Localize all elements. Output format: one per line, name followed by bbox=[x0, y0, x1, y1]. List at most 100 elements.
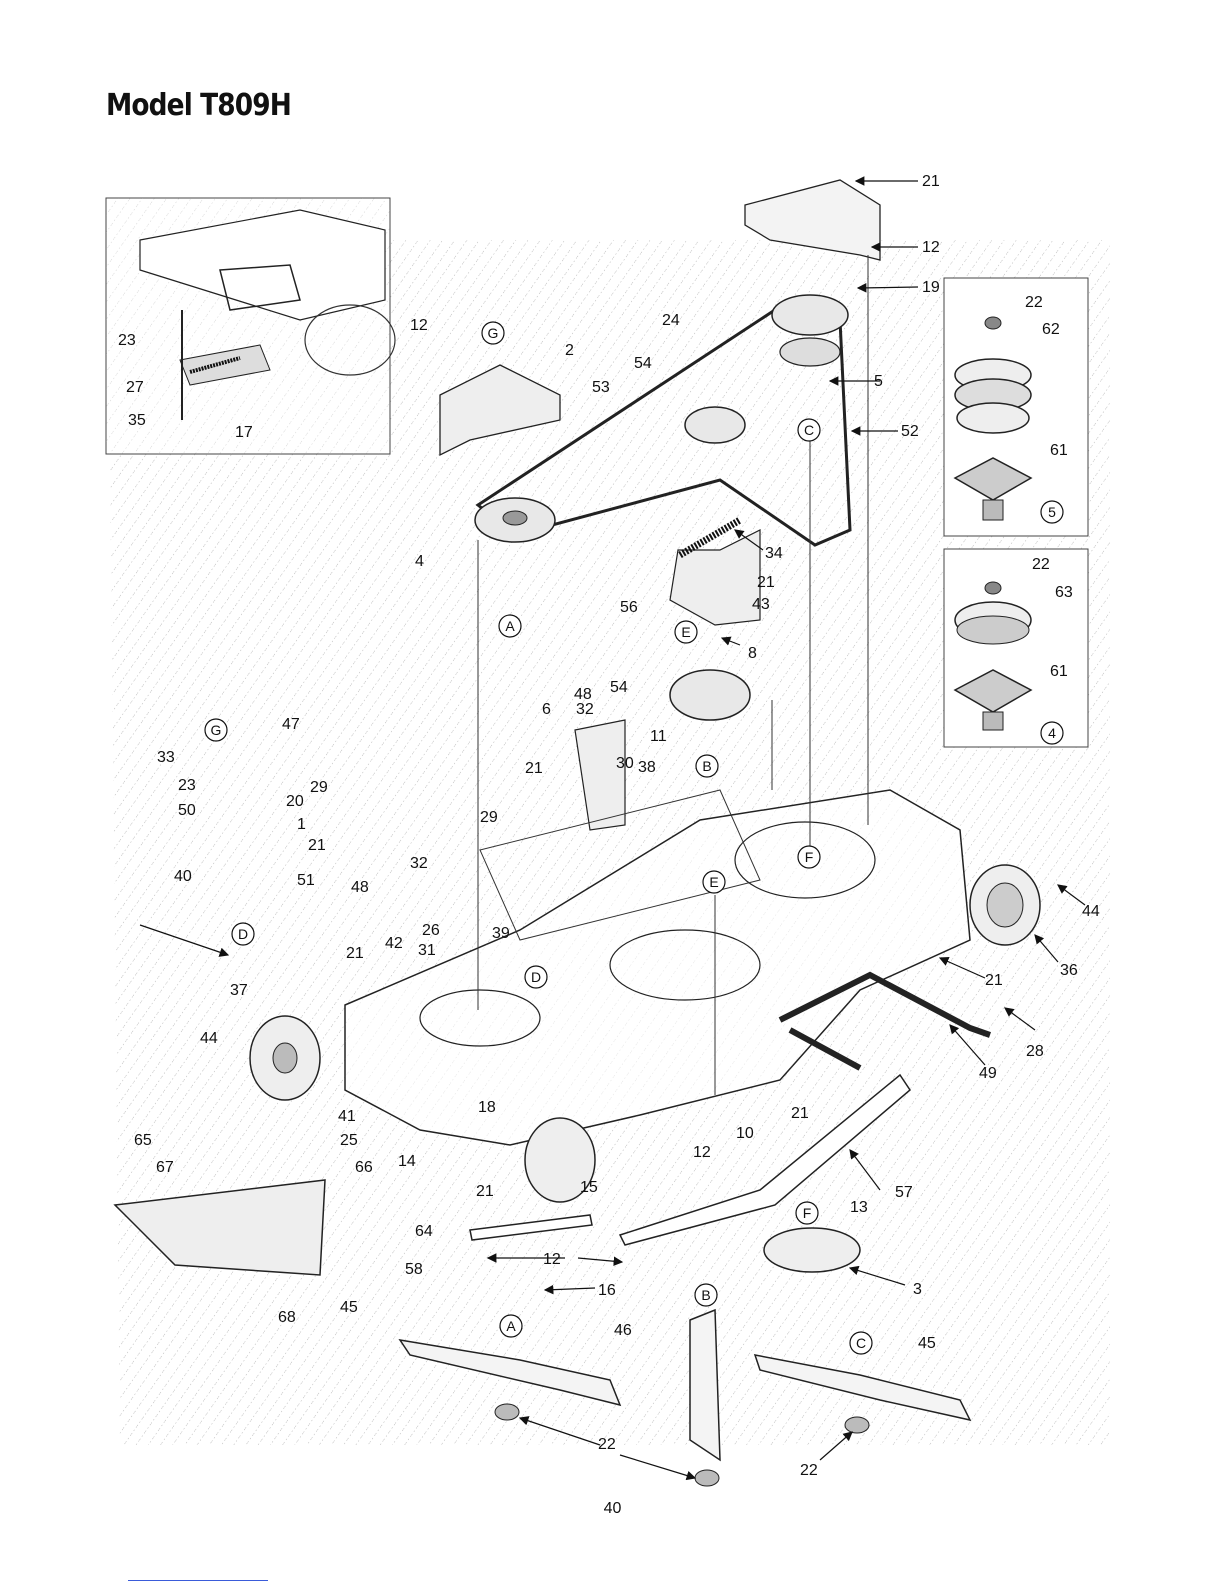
callout-label: 41 bbox=[338, 1108, 356, 1125]
callout-label: 15 bbox=[580, 1179, 598, 1196]
callout-label: 30 bbox=[616, 755, 634, 772]
callout-label: 20 bbox=[286, 793, 304, 810]
reference-letter-text: B bbox=[701, 1287, 710, 1303]
reference-letter-text: D bbox=[238, 926, 248, 942]
callout-label: 22 bbox=[800, 1462, 818, 1479]
callout-label: 24 bbox=[662, 312, 680, 329]
callout-label: 37 bbox=[230, 982, 248, 999]
reference-letter-marker: F bbox=[798, 846, 820, 868]
callout-label: 65 bbox=[134, 1132, 152, 1149]
callout-label: 56 bbox=[620, 599, 638, 616]
callout-label: 1 bbox=[297, 816, 306, 833]
inset-spindle-5 bbox=[944, 278, 1088, 536]
callout-label: 18 bbox=[478, 1099, 496, 1116]
callout-label: 38 bbox=[638, 759, 656, 776]
reference-letter-text: A bbox=[505, 618, 515, 634]
callout-label: 27 bbox=[126, 379, 144, 396]
callout-label: 11 bbox=[650, 728, 667, 745]
reference-letter-marker: D bbox=[232, 923, 254, 945]
callout-label: 36 bbox=[1060, 962, 1078, 979]
callout-label: 21 bbox=[791, 1105, 809, 1122]
callout-label: 10 bbox=[736, 1125, 754, 1142]
reference-letter-text: A bbox=[506, 1318, 516, 1334]
callout-label: 22 bbox=[598, 1436, 616, 1453]
callout-label: 17 bbox=[235, 424, 253, 441]
reference-letter-text: E bbox=[681, 624, 690, 640]
callout-label: 22 bbox=[1032, 556, 1050, 573]
callout-label: 3 bbox=[913, 1281, 922, 1298]
inset-number-text: 4 bbox=[1048, 725, 1056, 741]
inset-number-marker: 4 bbox=[1041, 722, 1063, 744]
callout-label: 26 bbox=[422, 922, 440, 939]
callout-label: 5 bbox=[874, 373, 883, 390]
callout-label: 22 bbox=[1025, 294, 1043, 311]
reference-letter-marker: C bbox=[850, 1332, 872, 1354]
reference-letter-marker: C bbox=[798, 419, 820, 441]
reference-letter-text: C bbox=[856, 1335, 866, 1351]
inset-deck-spring-detail bbox=[106, 198, 395, 454]
callout-label: 45 bbox=[918, 1335, 936, 1352]
callout-label: 19 bbox=[922, 279, 940, 296]
callout-label: 21 bbox=[525, 760, 543, 777]
callout-label: 46 bbox=[614, 1322, 632, 1339]
callout-label: 32 bbox=[576, 701, 594, 718]
callout-label: 61 bbox=[1050, 442, 1068, 459]
callout-label: 2 bbox=[565, 342, 574, 359]
callout-label: 23 bbox=[178, 777, 196, 794]
callout-label: 44 bbox=[1082, 903, 1100, 920]
callout-label: 12 bbox=[543, 1251, 561, 1268]
callout-label: 14 bbox=[398, 1153, 416, 1170]
callout-label: 12 bbox=[693, 1144, 711, 1161]
callout-label: 21 bbox=[476, 1183, 494, 1200]
inset-spindle-4 bbox=[944, 549, 1088, 747]
reference-letter-marker: B bbox=[696, 755, 718, 777]
callout-label: 66 bbox=[355, 1159, 373, 1176]
callout-label: 52 bbox=[901, 423, 919, 440]
callout-label: 21 bbox=[346, 945, 364, 962]
callout-label: 28 bbox=[1026, 1043, 1044, 1060]
callout-label: 34 bbox=[765, 545, 783, 562]
callout-label: 54 bbox=[634, 355, 652, 372]
callout-label: 54 bbox=[610, 679, 628, 696]
footer-rule bbox=[128, 1580, 268, 1581]
reference-letter-marker: E bbox=[703, 871, 725, 893]
callout-label: 63 bbox=[1055, 584, 1073, 601]
reference-letter-text: B bbox=[702, 758, 711, 774]
callout-label: 62 bbox=[1042, 321, 1060, 338]
callout-label: 42 bbox=[385, 935, 403, 952]
callout-label: 29 bbox=[310, 779, 328, 796]
callout-label: 44 bbox=[200, 1030, 218, 1047]
callout-label: 67 bbox=[156, 1159, 174, 1176]
callout-label: 23 bbox=[118, 332, 136, 349]
reference-letter-marker: F bbox=[796, 1202, 818, 1224]
callout-label: 32 bbox=[410, 855, 428, 872]
reference-letter-marker: E bbox=[675, 621, 697, 643]
reference-letter-text: D bbox=[531, 969, 541, 985]
callout-label: 6 bbox=[542, 701, 551, 718]
reference-letter-marker: A bbox=[499, 615, 521, 637]
reference-letter-marker: G bbox=[482, 322, 504, 344]
callout-label: 48 bbox=[351, 879, 369, 896]
reference-letter-text: E bbox=[709, 874, 718, 890]
callout-label: 47 bbox=[282, 716, 300, 733]
callout-label: 43 bbox=[752, 596, 770, 613]
inset-number-text: 5 bbox=[1048, 504, 1056, 520]
reference-letter-text: F bbox=[805, 849, 814, 865]
reference-letter-marker: A bbox=[500, 1315, 522, 1337]
callout-label: 33 bbox=[157, 749, 175, 766]
callout-label: 40 bbox=[174, 868, 192, 885]
reference-letter-marker: G bbox=[205, 719, 227, 741]
callout-label: 64 bbox=[415, 1223, 433, 1240]
reference-letter-text: F bbox=[803, 1205, 812, 1221]
callout-label: 12 bbox=[922, 239, 940, 256]
callout-label: 68 bbox=[278, 1309, 296, 1326]
callout-label: 13 bbox=[850, 1199, 868, 1216]
page-number: 40 bbox=[0, 1500, 1225, 1518]
callout-label: 39 bbox=[492, 925, 510, 942]
reference-letter-text: G bbox=[488, 325, 499, 341]
callout-label: 50 bbox=[178, 802, 196, 819]
inset-number-marker: 5 bbox=[1041, 501, 1063, 523]
callout-label: 31 bbox=[418, 942, 436, 959]
callout-label: 21 bbox=[308, 837, 326, 854]
